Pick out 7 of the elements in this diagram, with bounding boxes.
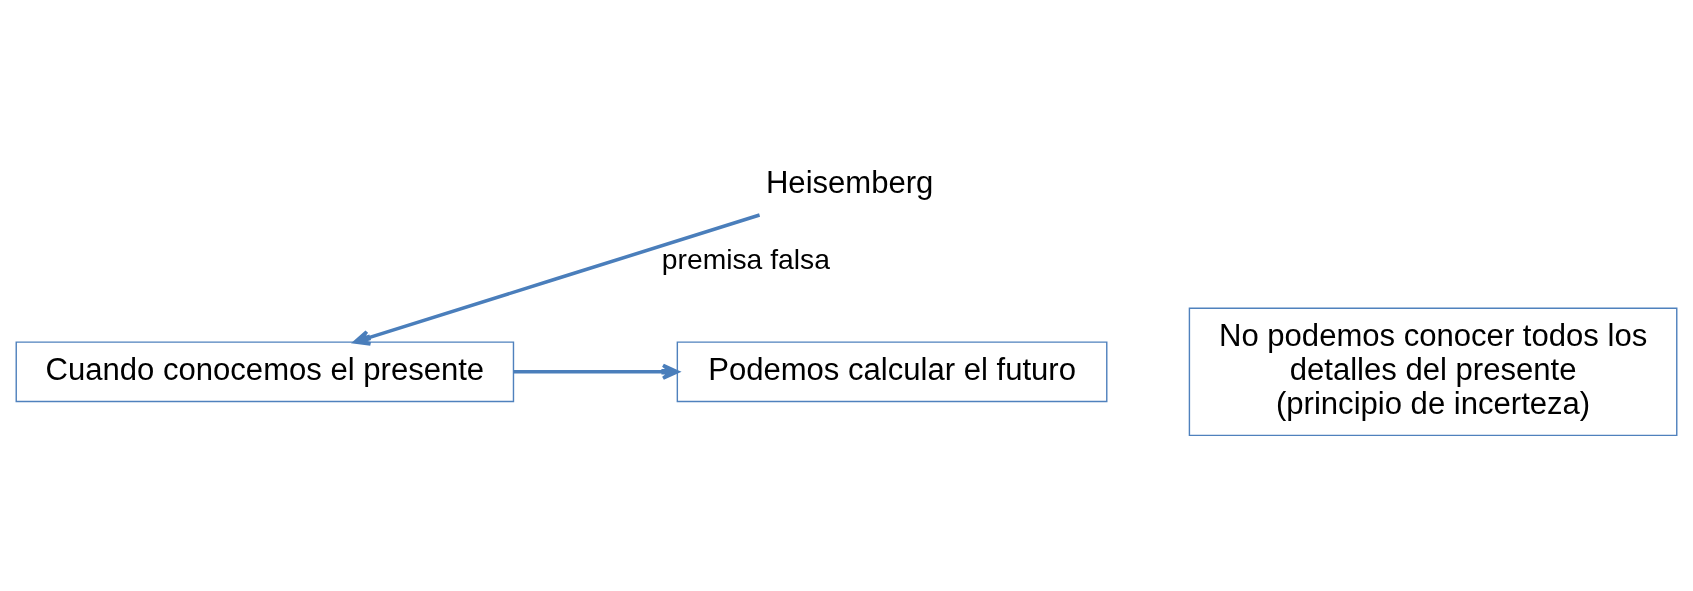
arrow (353, 213, 761, 346)
node-box: Podemos calcular el futuro (676, 341, 1108, 403)
edge-label: premisa falsa (661, 242, 830, 275)
node-box: Cuando conocemos el presente (15, 341, 515, 403)
node-box: No podemos conocer todos los detalles del presente (principio de incerteza) (1188, 307, 1678, 437)
node-text: Heisemberg (765, 165, 934, 201)
arrow (513, 363, 680, 380)
